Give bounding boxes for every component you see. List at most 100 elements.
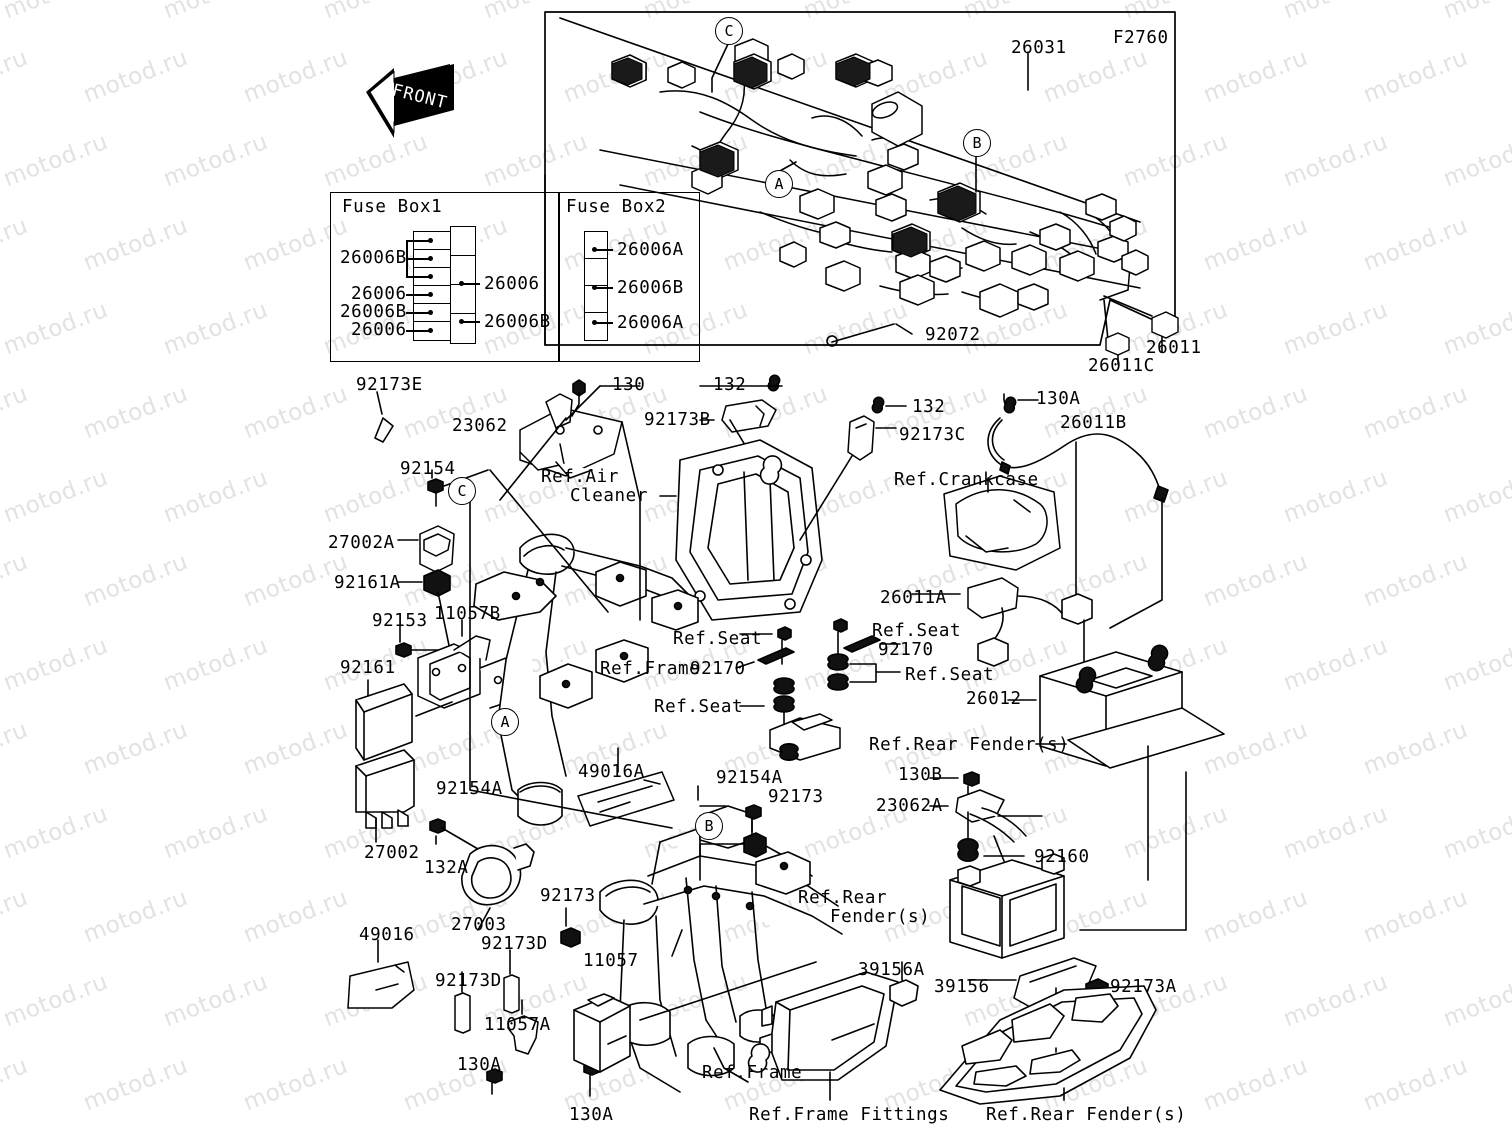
sheet-code: F2760: [1113, 28, 1169, 48]
watermark-text: motod.ru: [640, 968, 752, 1033]
fuse-slot-dot: [428, 274, 433, 279]
watermark-text: motod.ru: [0, 296, 112, 361]
part-26011B: 26011B: [1060, 413, 1127, 433]
fuse-slot-dot: [592, 247, 597, 252]
watermark-text: motod.ru: [1360, 44, 1472, 109]
leader: [406, 276, 430, 278]
watermark-text: motod.ru: [480, 0, 592, 24]
watermark-text: motod.ru: [720, 548, 832, 613]
leader: [595, 249, 613, 251]
watermark-text: motod.ru: [0, 44, 32, 109]
watermark-text: motod.ru: [320, 0, 432, 24]
fuse-box1-title: Fuse Box1: [342, 197, 443, 217]
part-130B: 130B: [898, 765, 943, 785]
fuse-slot-dot: [459, 281, 464, 286]
watermark-text: motod.ru: [1200, 884, 1312, 949]
watermark-text: motod.ru: [80, 548, 192, 613]
part-11057: 11057: [583, 951, 639, 971]
watermark-text: motod.ru: [1360, 716, 1472, 781]
ref-seat-3: Ref.Seat: [654, 697, 744, 717]
watermark-text: motod.ru: [0, 884, 32, 949]
watermark-text: motod.ru: [1040, 884, 1152, 949]
fuse-slot-dot: [592, 320, 597, 325]
watermark-text: motod.ru: [1200, 716, 1312, 781]
fuse-slot-dot: [428, 310, 433, 315]
ref-rear-fender-1: Ref.Rear Fender(s): [869, 735, 1070, 755]
watermark-text: motod.ru: [240, 884, 352, 949]
watermark-text: motod.ru: [1440, 464, 1512, 529]
fuse-box2-title: Fuse Box2: [566, 197, 667, 217]
watermark-text: motod.ru: [800, 0, 912, 24]
callout-b-mid: B: [695, 812, 723, 840]
part-92072: 92072: [925, 325, 981, 345]
leader: [406, 312, 430, 314]
part-49016: 49016: [359, 925, 415, 945]
part-39156A: 39156A: [858, 960, 925, 980]
watermark-text: motod.ru: [1200, 380, 1312, 445]
leader: [406, 240, 430, 242]
watermark-text: motod.ru: [160, 464, 272, 529]
part-92173B: 92173B: [644, 410, 711, 430]
ref-seat-4: Ref.Seat: [905, 665, 995, 685]
watermark-text: motod.ru: [480, 128, 592, 193]
watermark-text: motod.ru: [1280, 128, 1392, 193]
part-92170-b: 92170: [878, 640, 934, 660]
fuse-slot-dot: [428, 292, 433, 297]
fusebox2-label-1: 26006B: [617, 278, 684, 298]
watermark-text: motod.ru: [80, 380, 192, 445]
fuse-slot-dot: [459, 319, 464, 324]
watermark-text: motod.ru: [0, 212, 32, 277]
part-92173D-a: 92173D: [481, 934, 548, 954]
part-92173-a: 92173: [768, 787, 824, 807]
watermark-text: motod.ru: [400, 548, 512, 613]
ref-seat-1: Ref.Seat: [673, 629, 763, 649]
part-27002: 27002: [364, 843, 420, 863]
watermark-text: motod.ru: [240, 44, 352, 109]
fusebox1-label-2: 26006B: [340, 302, 407, 322]
watermark-text: motod.ru: [80, 1052, 192, 1117]
callout-a-top: A: [765, 170, 793, 198]
leader: [462, 283, 480, 285]
watermark-text: motod.ru: [240, 716, 352, 781]
callout-a-mid: A: [491, 708, 519, 736]
part-92161: 92161: [340, 658, 396, 678]
watermark-text: motod.ru: [1120, 800, 1232, 865]
part-130A-c: 130A: [569, 1105, 614, 1125]
fuse-slot-dot: [428, 238, 433, 243]
watermark-text: motod.ru: [1120, 128, 1232, 193]
watermark-text: motod.ru: [720, 212, 832, 277]
fusebox1-right-label-0: 26006: [484, 274, 540, 294]
part-132-a: 132: [713, 375, 747, 395]
ref-crankcase: Ref.Crankcase: [894, 470, 1039, 490]
part-130A-b: 130A: [457, 1055, 502, 1075]
watermark-text: motod.ru: [800, 128, 912, 193]
watermark-text: motod.ru: [480, 800, 592, 865]
ref-frame-2: Ref.Frame: [702, 1063, 803, 1083]
leader: [595, 322, 613, 324]
watermark-text: motod.ru: [0, 968, 112, 1033]
ref-fender-s: Fender(s): [830, 907, 931, 927]
watermark-text: motod.ru: [1360, 380, 1472, 445]
watermark-text: motod.ru: [1360, 1052, 1472, 1117]
front-direction-arrow: FRONT: [366, 64, 454, 138]
watermark-text: motod.ru: [1440, 800, 1512, 865]
leader: [406, 240, 408, 276]
watermark-text: motod.ru: [960, 0, 1072, 24]
part-130: 130: [612, 375, 646, 395]
watermark-text: motod.ru: [720, 44, 832, 109]
watermark-text: motod.ru: [160, 968, 272, 1033]
part-26011C: 26011C: [1088, 356, 1155, 376]
watermark-text: motod.ru: [1360, 884, 1472, 949]
fusebox2-label-2: 26006A: [617, 313, 684, 333]
watermark-text: motod.ru: [1360, 548, 1472, 613]
callout-c-mid: C: [448, 477, 476, 505]
part-26012: 26012: [966, 689, 1022, 709]
part-130A-a: 130A: [1036, 389, 1081, 409]
fusebox1-label-1: 26006: [351, 284, 407, 304]
watermark-text: motod.ru: [640, 464, 752, 529]
part-92160: 92160: [1034, 847, 1090, 867]
watermark-text: motod.ru: [1440, 128, 1512, 193]
part-92173D-b: 92173D: [435, 971, 502, 991]
